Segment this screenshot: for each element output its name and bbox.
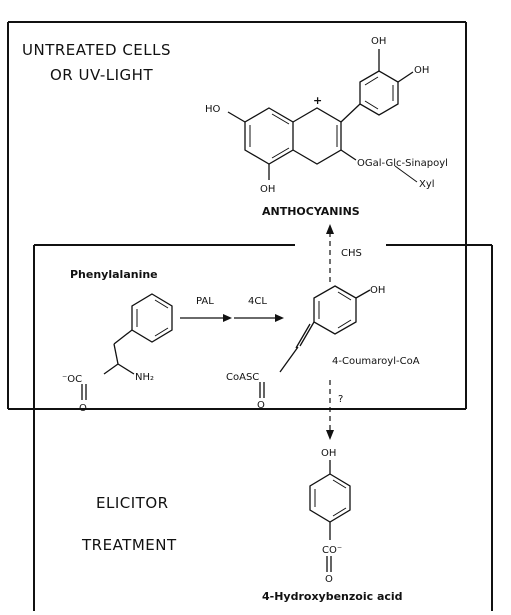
hydroxybenzoic-oh: OH	[321, 448, 336, 459]
anthocyanin-structure	[227, 49, 418, 183]
anthocyanin-sugar-chain: OGal-Glc-Sinapoyl	[357, 158, 448, 169]
coumaroyl-coa-label: 4-Coumaroyl-CoA	[332, 356, 420, 367]
elicitor-region-border	[33, 244, 493, 611]
phenylalanine-carboxyl: ⁻OC	[62, 374, 82, 385]
hydroxybenzoic-structure	[309, 460, 351, 572]
phenylalanine-amine: NH₂	[135, 372, 154, 383]
untreated-region-border	[7, 21, 467, 410]
anthocyanin-oh-bottom: OH	[260, 184, 275, 195]
enzyme-4cl-label: 4CL	[248, 296, 267, 307]
unknown-step-label: ?	[338, 394, 343, 405]
coumaroyl-oh: OH	[370, 285, 385, 296]
anthocyanin-ho-left: HO	[205, 104, 221, 115]
enzyme-pal-label: PAL	[196, 296, 214, 307]
pathway-arrows	[180, 224, 334, 440]
untreated-label-line1: UNTREATED CELLS	[22, 41, 171, 59]
anthocyanins-label: ANTHOCYANINS	[262, 205, 360, 218]
elicitor-label-line1: ELICITOR	[96, 494, 169, 512]
anthocyanin-oh-right: OH	[414, 65, 429, 76]
untreated-label-line2: OR UV-LIGHT	[50, 66, 153, 84]
anthocyanin-xyl: Xyl	[419, 179, 435, 190]
hydroxybenzoic-acid-label: 4-Hydroxybenzoic acid	[262, 590, 403, 603]
hydroxybenzoic-oxygen: O	[325, 574, 333, 585]
coumaroyl-oxygen: O	[257, 400, 265, 411]
elicitor-label-line2: TREATMENT	[81, 536, 177, 554]
coumaroyl-coa-structure	[259, 285, 371, 398]
anthocyanin-plus-sign: +	[313, 94, 322, 107]
phenylalanine-label: Phenylalanine	[70, 268, 158, 281]
phenylalanine-oxygen: O	[79, 403, 87, 414]
coumaroyl-coasc: CoASC	[226, 372, 259, 383]
hydroxybenzoic-carboxylate: CO⁻	[322, 545, 342, 556]
phenylalanine-structure	[81, 293, 173, 400]
enzyme-chs-label: CHS	[341, 248, 362, 259]
anthocyanin-oh-top: OH	[371, 36, 386, 47]
